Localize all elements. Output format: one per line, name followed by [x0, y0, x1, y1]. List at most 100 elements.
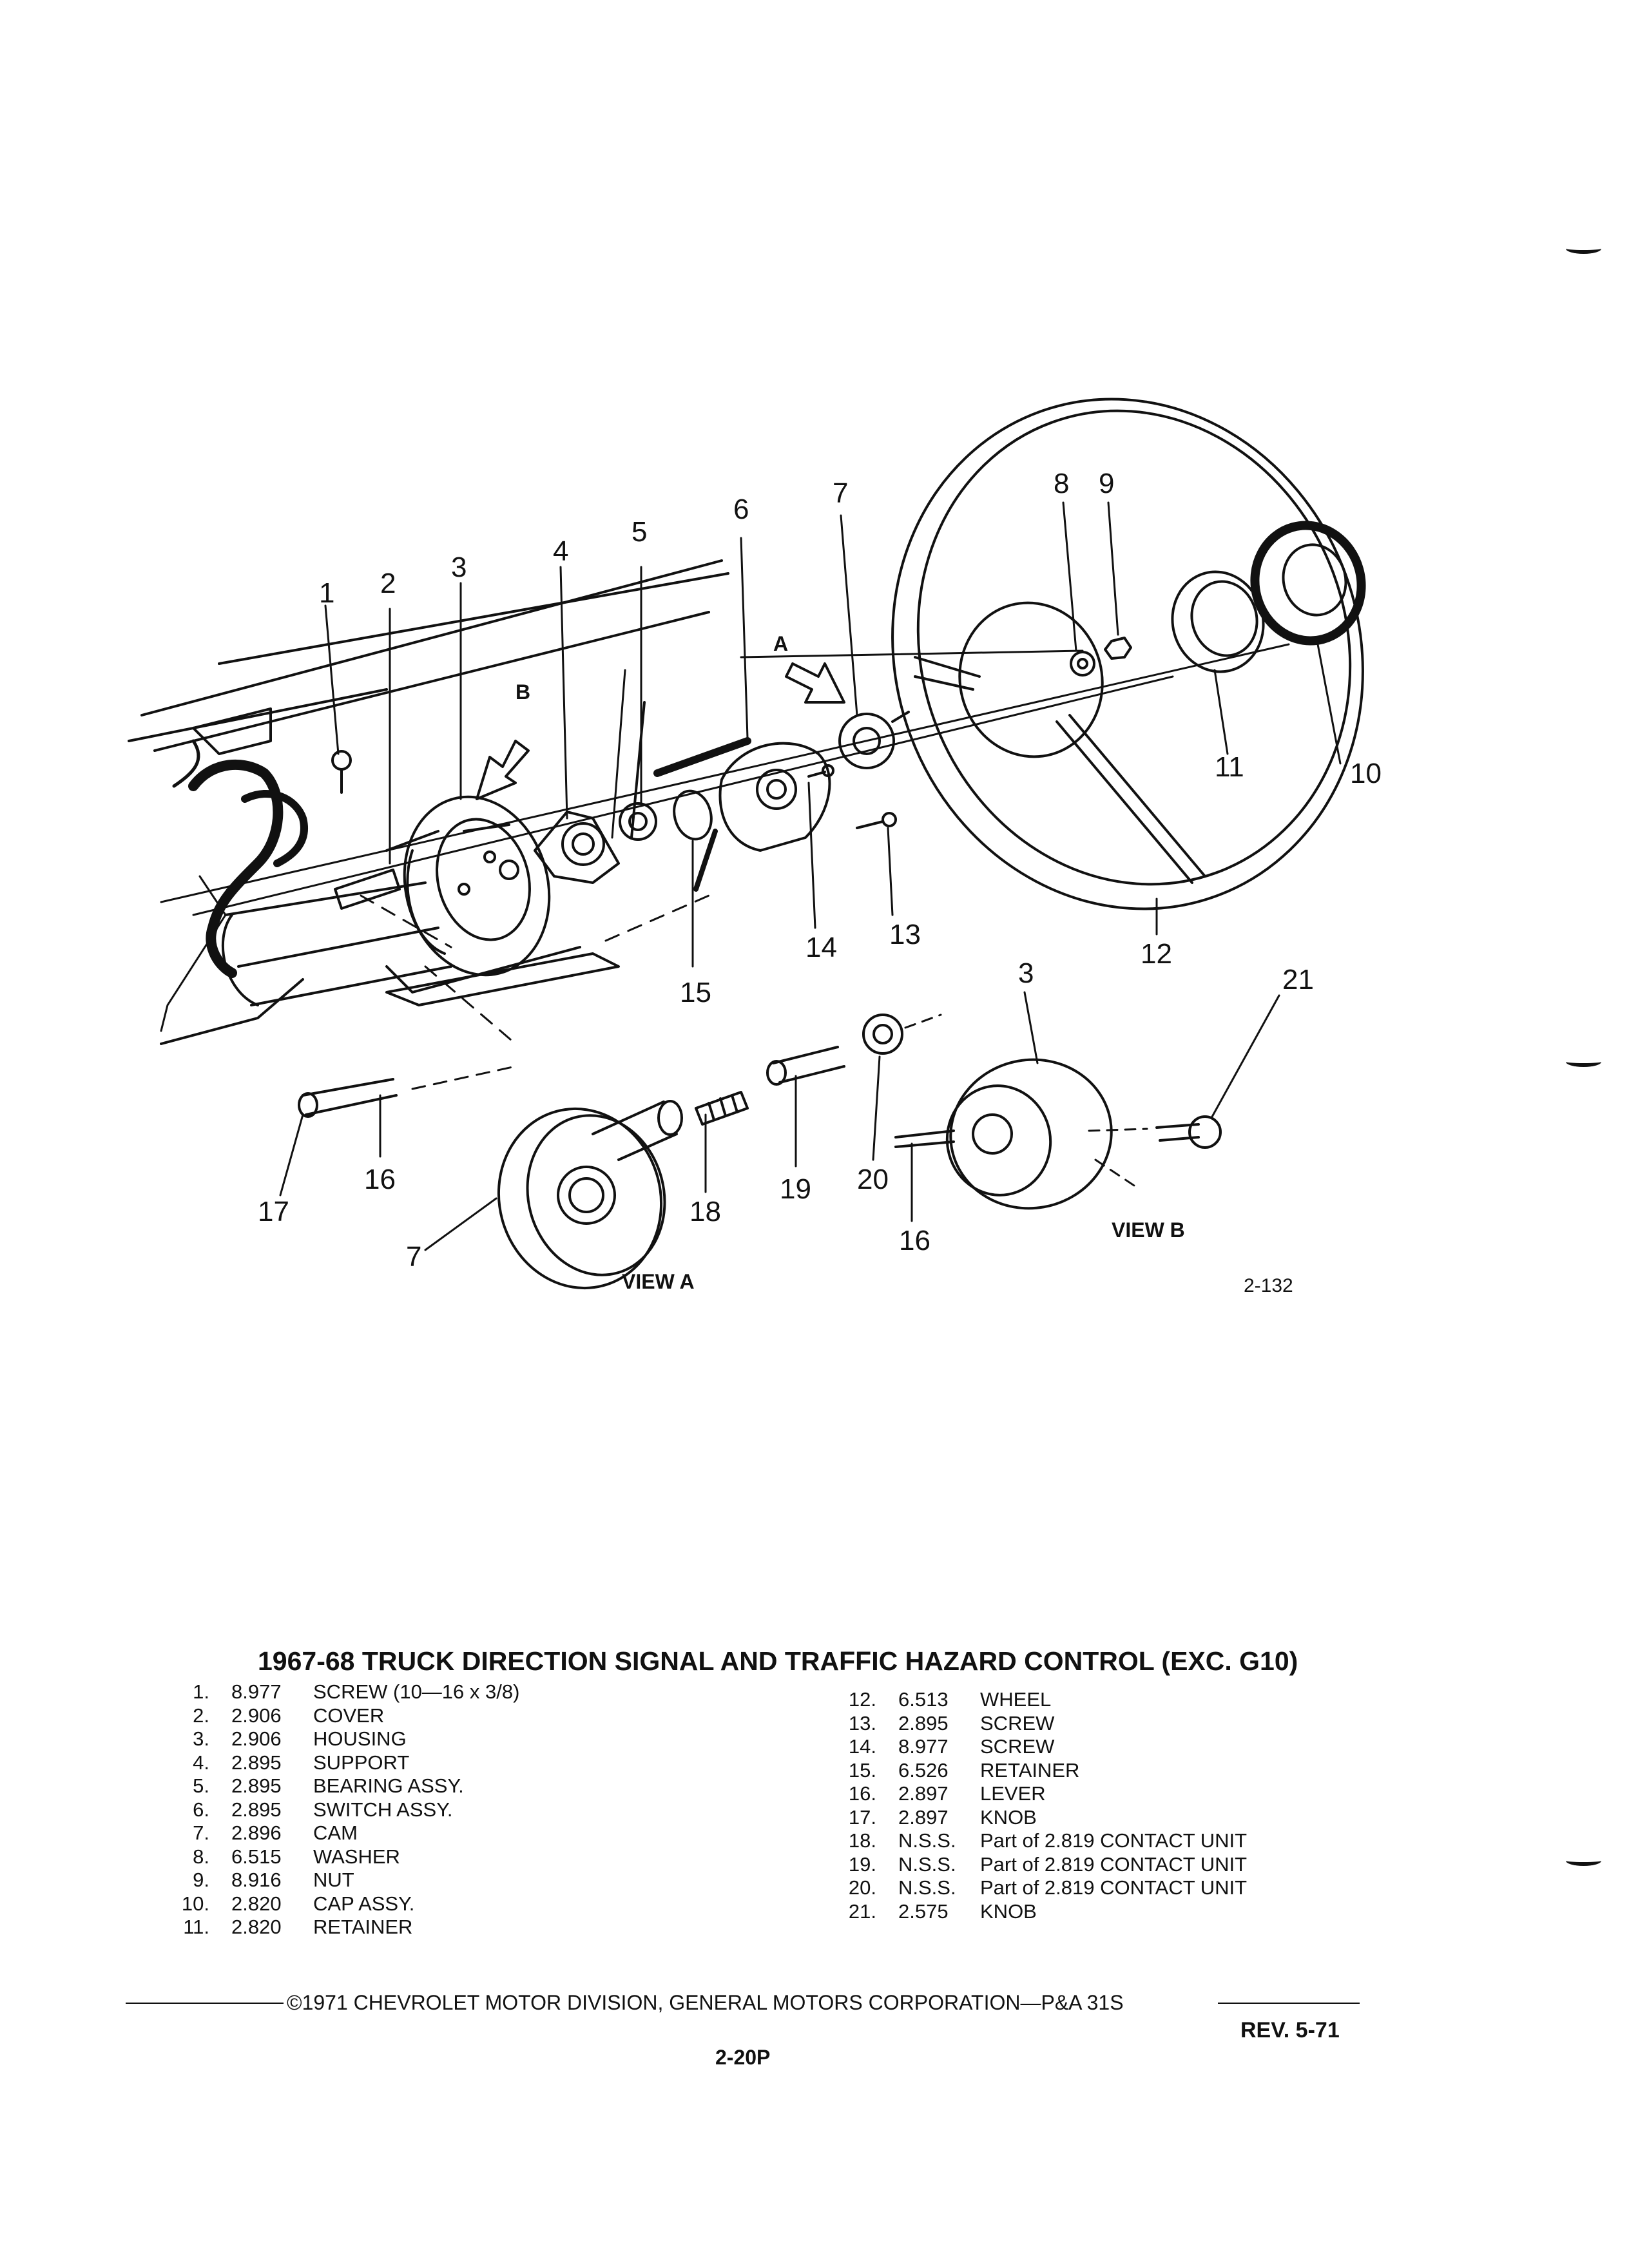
callout-10: 10: [1350, 758, 1382, 789]
figure-number: 2-132: [1244, 1275, 1293, 1296]
part-group-code: 2.575: [898, 1899, 949, 1923]
part-number: 3.: [193, 1727, 209, 1750]
part-description: RETAINER: [313, 1916, 413, 1938]
parts-list-row: 11. 2.820 RETAINER: [171, 1916, 519, 1939]
part-group-code: 8.977: [898, 1735, 949, 1758]
part-description: SUPPORT: [313, 1751, 410, 1774]
callout-9: 9: [1099, 468, 1114, 499]
part-group-code: 2.820: [231, 1892, 282, 1915]
callout-17: 17: [258, 1196, 289, 1227]
part-description: SCREW: [980, 1711, 1055, 1735]
callout-12: 12: [1141, 938, 1172, 970]
edge-mark: [1566, 244, 1601, 254]
view-arrow-label-a: A: [773, 632, 788, 655]
part-number: 7.: [193, 1821, 209, 1844]
part-description: COVER: [313, 1704, 385, 1727]
edge-mark: [1566, 1856, 1601, 1866]
knob-21: [1155, 1115, 1222, 1149]
part-description: SWITCH ASSY.: [313, 1798, 453, 1821]
part-number: 6.: [193, 1798, 209, 1821]
parts-list-row: 18.N.S.S.Part of 2.819 CONTACT UNIT: [838, 1829, 1247, 1853]
part-group-code: 8.916: [231, 1869, 282, 1891]
callout-19: 19: [780, 1173, 811, 1205]
retainer-ring: [673, 789, 713, 841]
part-description: LEVER: [980, 1782, 1046, 1805]
page-number: 2-20P: [715, 2046, 771, 2069]
callout-1: 1: [319, 577, 334, 609]
screw-13: [856, 812, 897, 829]
part-number: 16.: [848, 1782, 876, 1805]
dashboard-outline: [128, 559, 1290, 1045]
part-number: 1.: [193, 1680, 209, 1703]
washer-part: [1070, 651, 1095, 677]
footer-rule-right: [1218, 2003, 1360, 2004]
part-group-code: 2.895: [231, 1798, 282, 1821]
callout-8: 8: [1054, 468, 1069, 499]
cam-part: [838, 711, 910, 769]
part-number: 11.: [183, 1916, 209, 1938]
part-group-code: 2.895: [231, 1751, 282, 1774]
part-number: 2.: [193, 1704, 209, 1727]
view-arrow-label-b: B: [516, 680, 530, 704]
part-group-code: 2.896: [231, 1821, 282, 1844]
callout-14: 14: [805, 932, 837, 963]
callout-16-view-b: 16: [899, 1225, 930, 1256]
callout-11: 11: [1215, 751, 1244, 783]
view-a-arrow: [785, 662, 845, 704]
part-description: CAM: [313, 1821, 358, 1844]
part-group-code: 6.515: [231, 1845, 282, 1868]
part-description: KNOB: [980, 1899, 1037, 1923]
callout-13: 13: [889, 919, 921, 950]
part-group-code: 2.906: [231, 1727, 282, 1750]
housing-part: [385, 795, 551, 977]
leader-lines: [279, 501, 1342, 1251]
part-number: 9.: [193, 1869, 209, 1891]
part-group-code: 8.977: [231, 1680, 282, 1703]
part-group-code: 6.513: [898, 1688, 949, 1711]
callout-15: 15: [680, 977, 711, 1008]
parts-list-row: 7. 2.896 CAM: [171, 1821, 519, 1845]
revision-label: REV. 5-71: [1240, 2018, 1340, 2042]
copyright-line: ©1971 CHEVROLET MOTOR DIVISION, GENERAL …: [287, 1991, 1124, 2014]
screw-1: [331, 750, 352, 794]
screw-14: [807, 764, 834, 778]
part-group-code: 2.820: [231, 1916, 282, 1938]
part-number: 13.: [848, 1711, 876, 1735]
cap-assembly: [1250, 521, 1366, 646]
part-number: 20.: [848, 1876, 876, 1899]
steering-column-tube: [222, 869, 452, 1006]
part-description: RETAINER: [980, 1758, 1080, 1782]
part-description: Part of 2.819 CONTACT UNIT: [980, 1852, 1248, 1876]
view-b-arrow: [476, 740, 530, 800]
footer-rule-left: [126, 2003, 284, 2004]
nut-part: [1104, 637, 1132, 660]
contact-spring-18: [695, 1091, 749, 1126]
callout-4: 4: [553, 535, 568, 567]
part-number: 14.: [848, 1735, 876, 1758]
view-b-housing: [894, 1058, 1148, 1210]
part-number: 19.: [848, 1852, 876, 1876]
part-number: 18.: [848, 1829, 876, 1852]
contact-cup-20: [862, 1014, 942, 1055]
switch-assembly: [653, 737, 831, 892]
lever-and-knob: [298, 1065, 517, 1118]
callout-16: 16: [364, 1164, 396, 1195]
part-description: SCREW: [980, 1735, 1055, 1758]
callout-3-view-b: 3: [1018, 957, 1034, 989]
part-description: Part of 2.819 CONTACT UNIT: [980, 1876, 1248, 1899]
page-title: 1967-68 TRUCK DIRECTION SIGNAL AND TRAFF…: [258, 1646, 1298, 1676]
part-group-code: N.S.S.: [898, 1852, 956, 1876]
part-number: 17.: [848, 1805, 876, 1829]
part-description: BEARING ASSY.: [313, 1774, 464, 1797]
part-group-code: N.S.S.: [898, 1876, 956, 1899]
